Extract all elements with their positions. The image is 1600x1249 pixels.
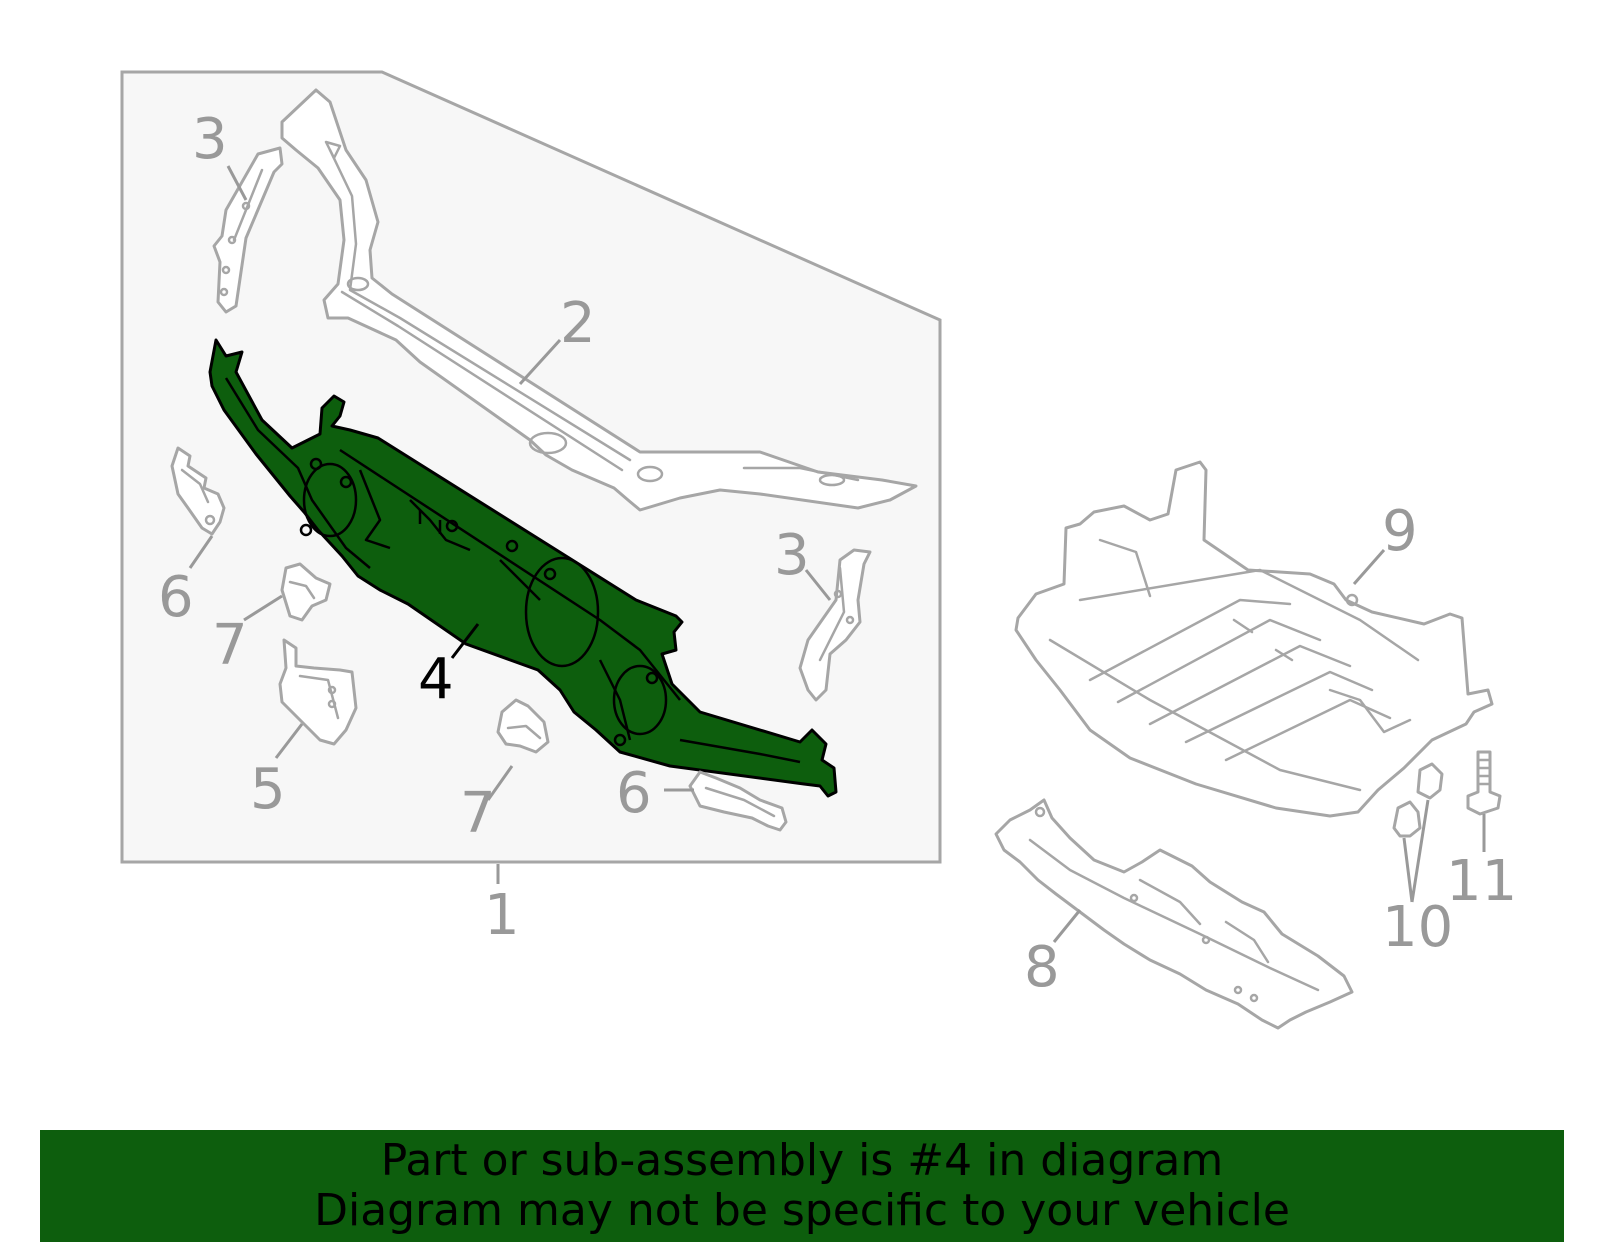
banner-line-1: Part or sub-assembly is #4 in diagram: [380, 1135, 1224, 1186]
leader-3-right: [804, 569, 832, 601]
callout-4: 4: [418, 647, 454, 712]
leader-8: [1052, 909, 1082, 943]
info-banner: Part or sub-assembly is #4 in diagram Di…: [40, 1130, 1564, 1242]
callouts: 3 2 3 9 6 7 4 5 7 6 1 8 10 11: [158, 107, 1517, 1000]
mount-7-left[interactable]: [280, 562, 332, 622]
bracket-3-left[interactable]: [212, 146, 284, 314]
leader-6-left: [188, 535, 214, 569]
callout-8: 8: [1024, 935, 1060, 1000]
bracket-3-right[interactable]: [798, 548, 872, 702]
leader-4: [450, 623, 480, 659]
engine-under-cover[interactable]: [1014, 460, 1494, 818]
clip-6-left[interactable]: [170, 446, 226, 536]
callout-11: 11: [1446, 849, 1517, 914]
leader-10: [1402, 799, 1430, 903]
bolt-11[interactable]: [1466, 750, 1502, 816]
callout-6-right: 6: [616, 761, 652, 826]
bracket-5[interactable]: [278, 638, 358, 746]
callout-3-left: 3: [192, 107, 228, 172]
radiator-support-highlighted[interactable]: [208, 338, 838, 798]
banner-line-2: Diagram may not be specific to your vehi…: [314, 1185, 1290, 1236]
callout-2: 2: [560, 291, 596, 356]
callout-7-center: 7: [460, 781, 496, 846]
leader-2: [518, 338, 562, 386]
callout-1: 1: [484, 883, 520, 948]
mount-7-center[interactable]: [496, 698, 550, 754]
upper-tie-bar[interactable]: [280, 88, 918, 512]
leader-7-center: [486, 765, 514, 801]
clip-6-right[interactable]: [688, 770, 788, 832]
callout-6-left: 6: [158, 565, 194, 630]
callout-7-left: 7: [212, 613, 248, 678]
leader-7-left: [243, 594, 283, 622]
highlight-fill: [208, 338, 838, 798]
air-deflector[interactable]: [994, 798, 1354, 1030]
leader-9: [1352, 549, 1386, 585]
callout-3-right: 3: [774, 523, 810, 588]
leader-3-left: [226, 165, 248, 201]
callout-9: 9: [1382, 499, 1418, 564]
callout-5: 5: [250, 757, 286, 822]
push-clips-10[interactable]: [1392, 762, 1444, 838]
leader-lines: [188, 165, 1486, 943]
leader-5: [274, 723, 304, 759]
assembly-box: [120, 70, 942, 864]
callout-10: 10: [1382, 895, 1453, 960]
